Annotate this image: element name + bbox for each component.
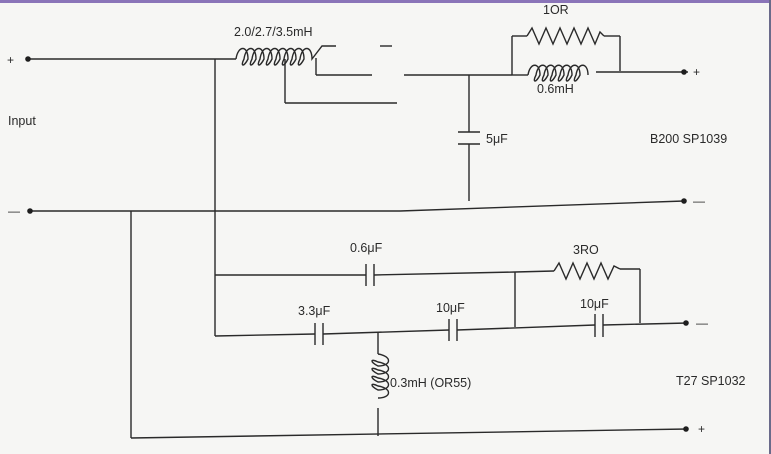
inductor-0-6mh-label: 0.6mH <box>537 82 574 96</box>
tapped-inductor <box>235 45 336 66</box>
capacitor-5uf-label: 5μF <box>486 132 508 146</box>
capacitor-10uf-b-label: 10μF <box>580 297 609 311</box>
bass-plus-sign: + <box>693 65 700 79</box>
labels: + — Input 2.0/2.7/3.5mH 1OR 0.6mH 5μF + … <box>7 3 746 436</box>
bass-minus-sign: — <box>693 194 705 208</box>
tweeter-plus-sign: + <box>698 422 705 436</box>
input-label: Input <box>8 114 36 128</box>
bass-driver-label: B200 SP1039 <box>650 132 727 146</box>
tweeter-driver-label: T27 SP1032 <box>676 374 746 388</box>
tapped-inductor-label: 2.0/2.7/3.5mH <box>234 25 313 39</box>
input-plus-terminal <box>25 56 31 62</box>
resistor-1or-label: 1OR <box>543 3 569 17</box>
window-top-edge <box>0 0 771 3</box>
input-plus-sign: + <box>7 53 14 67</box>
tweeter-plus-terminal <box>683 426 689 432</box>
bass-plus-terminal <box>681 69 687 75</box>
inductor-0-3mh-label: 0.3mH (OR55) <box>390 376 471 390</box>
resistor-1or <box>526 26 605 46</box>
capacitor-3-3uf <box>314 323 324 345</box>
capacitor-0-6uf-label: 0.6μF <box>350 241 383 255</box>
resistor-3ro-label: 3RO <box>573 243 599 257</box>
capacitor-3-3uf-label: 3.3μF <box>298 304 331 318</box>
wiring <box>28 35 689 439</box>
capacitor-10uf-a-label: 10μF <box>436 301 465 315</box>
capacitor-5uf <box>458 131 480 145</box>
window-right-edge <box>769 0 771 454</box>
inductor-0-6mh <box>527 64 589 82</box>
capacitor-0-6uf <box>365 264 375 286</box>
terminals <box>25 56 689 432</box>
capacitor-10uf-a <box>448 319 458 341</box>
input-minus-sign: — <box>8 204 20 218</box>
tweeter-minus-terminal <box>683 320 689 326</box>
tweeter-minus-sign: — <box>696 316 708 330</box>
input-minus-terminal <box>27 208 33 214</box>
bass-minus-terminal <box>681 198 687 204</box>
capacitor-10uf-b <box>594 314 604 337</box>
inductor-0-3mh <box>371 353 390 399</box>
resistor-3ro <box>553 261 621 281</box>
